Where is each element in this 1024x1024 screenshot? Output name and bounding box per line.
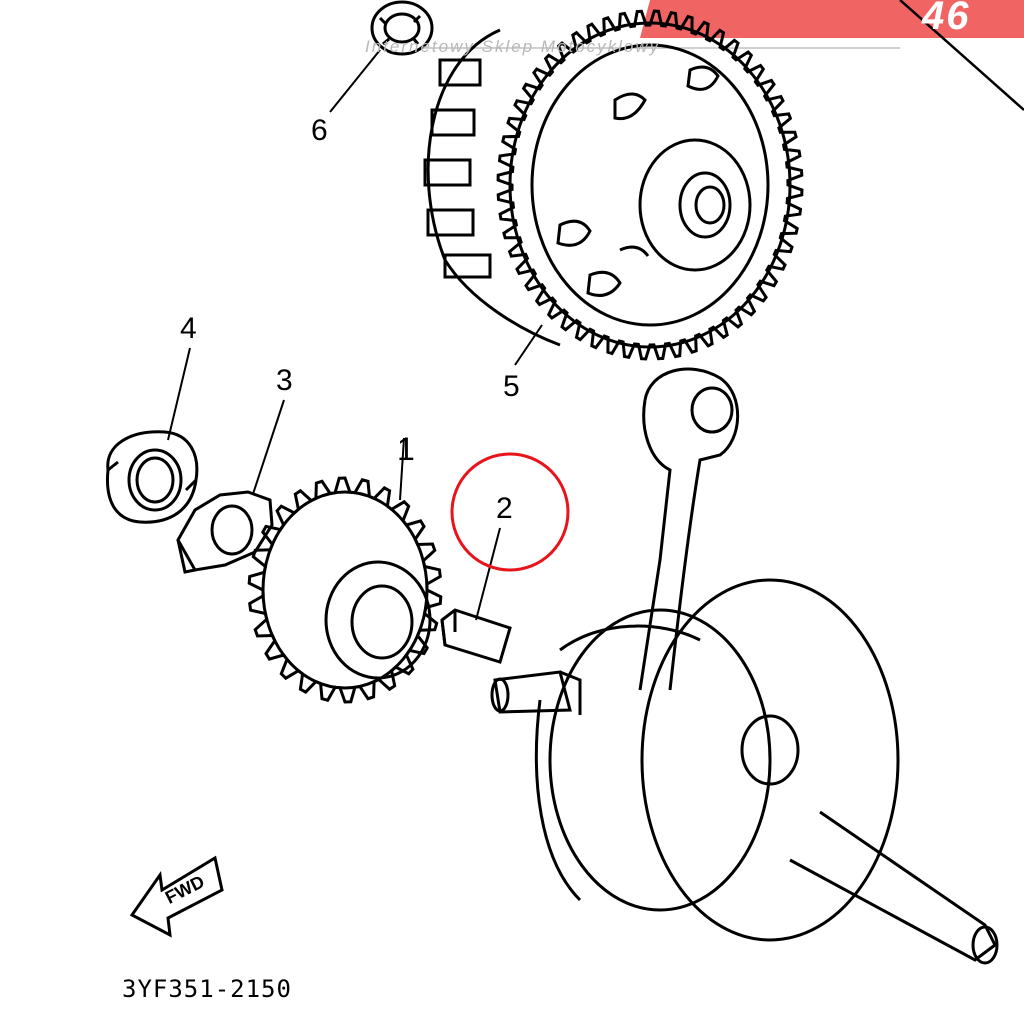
gear1teeth-ring: [247, 476, 443, 704]
diagram-code: 3YF351-2150: [122, 975, 292, 1003]
callout-6: 6: [311, 114, 328, 147]
part-2-highlight-circle: [450, 452, 570, 572]
leader-5: [514, 324, 543, 366]
callout-1: 1: [397, 431, 415, 467]
part-6-circlip: [370, 0, 434, 56]
leader-6: [329, 49, 381, 113]
callout-4: 4: [180, 312, 197, 345]
part-5-clutch-housing: [423, 9, 804, 361]
watermark-red-banner: [640, 0, 1024, 38]
crankshaft: [490, 367, 999, 965]
leader-lines: [167, 49, 543, 621]
gear5teeth-ring: [496, 9, 804, 361]
leader-3: [252, 399, 285, 495]
callout-2: 2: [496, 492, 513, 525]
leader-1: [399, 437, 405, 501]
fwd-arrow: [129, 855, 224, 938]
part-1-drive-gear: [247, 476, 443, 704]
reference-line: [899, 0, 1024, 111]
part-3-lock-washer: [176, 490, 274, 574]
watermark: [420, 0, 1024, 49]
callout-5: 5: [503, 370, 520, 403]
watermark-subtitle: Internetowy Sklep Motocyklowy: [365, 37, 661, 56]
callout-3: 3: [276, 364, 293, 397]
watermark-brand-number: 46: [922, 0, 971, 38]
leader-4: [167, 347, 191, 441]
leader-2: [475, 527, 501, 621]
part-2-key: [440, 608, 512, 664]
part-4-nut: [105, 430, 199, 524]
